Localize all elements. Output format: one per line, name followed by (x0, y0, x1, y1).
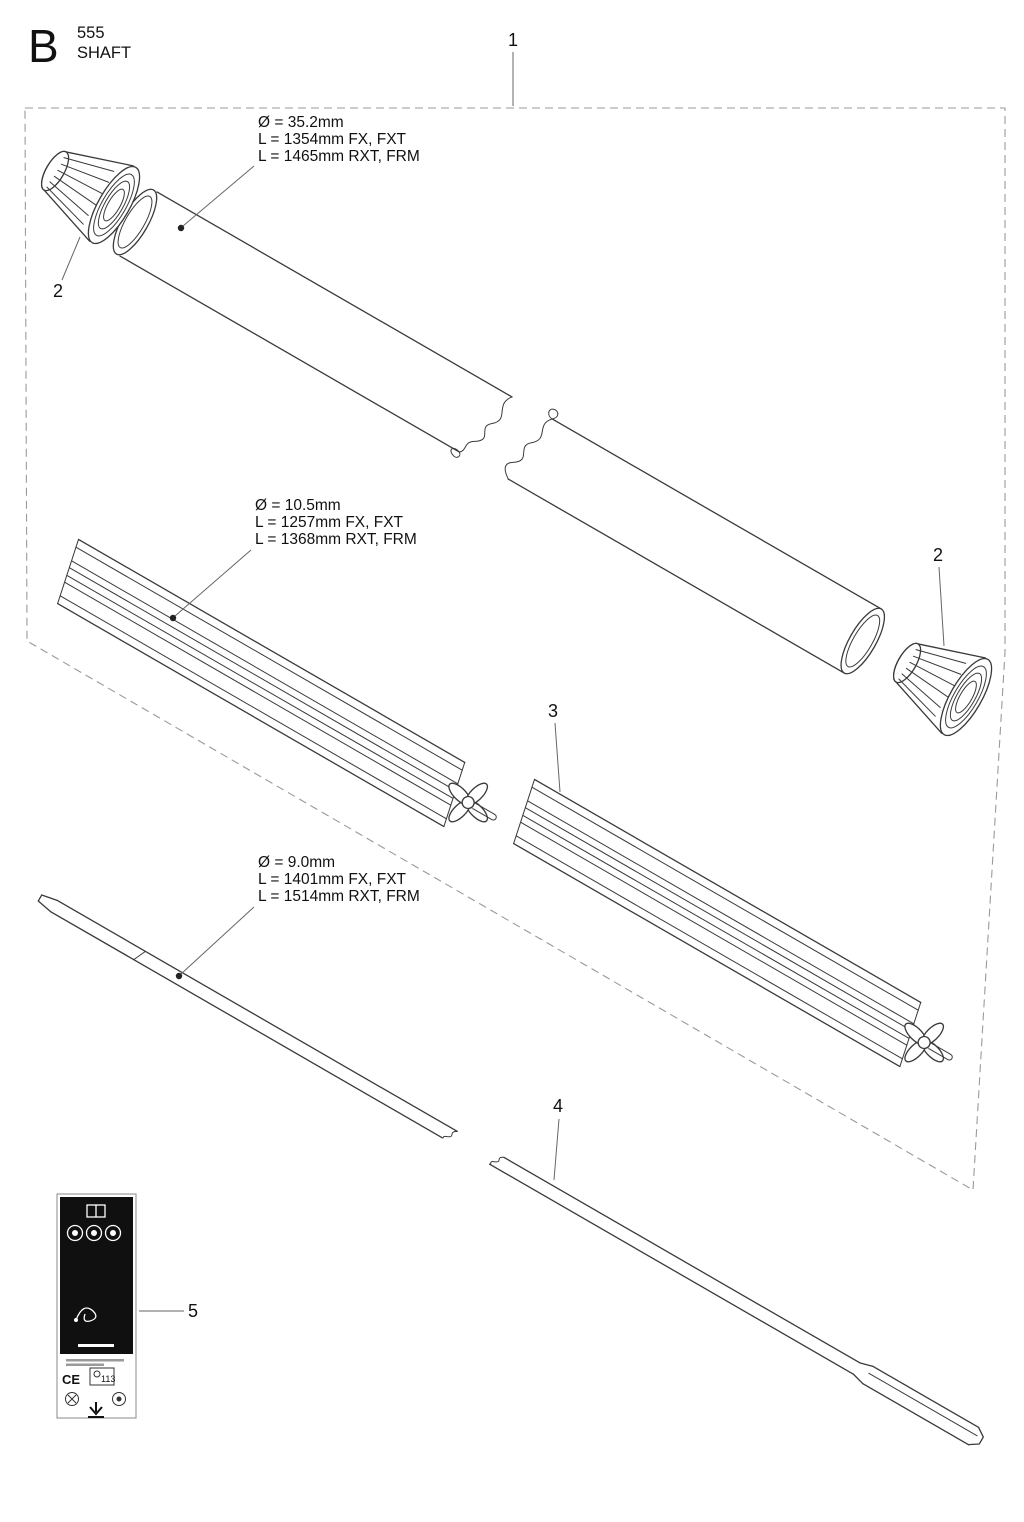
section-title: SHAFT (77, 44, 131, 62)
annotation-liner-tube: Ø = 10.5mm L = 1257mm FX, FXT L = 1368mm… (169, 497, 417, 622)
micro-text-bar-1 (66, 1359, 124, 1362)
warning-decal: CE 113 (56, 1193, 137, 1419)
callout-assembly: 1 (508, 30, 518, 50)
leader-line-outer-tube (182, 165, 255, 227)
recycle-icon (112, 1392, 126, 1406)
coupling-right (876, 620, 1002, 744)
leader-dot-outer-tube (177, 224, 185, 232)
callout-coupling-right: 2 (933, 545, 943, 565)
outer-tube-length-rxt: L = 1465mm RXT, FRM (258, 148, 420, 165)
leader-line-drive-shaft (553, 1118, 560, 1181)
section-letter: B (28, 20, 59, 72)
leader-line-liner-dim (174, 549, 252, 617)
micro-text-bar-2 (66, 1363, 104, 1366)
callout-decal: 5 (188, 1301, 198, 1321)
leader-line-coupling-left (61, 236, 81, 281)
sound-level-value: 113 (101, 1374, 115, 1384)
shaft-length-rxt: L = 1514mm RXT, FRM (258, 888, 420, 905)
annotation-outer-tube: Ø = 35.2mm L = 1354mm FX, FXT L = 1465mm… (177, 114, 420, 232)
sound-level-badge: 113 (89, 1367, 115, 1386)
outer-tube-rear-section (504, 408, 886, 675)
annotation-drive-shaft: Ø = 9.0mm L = 1401mm FX, FXT L = 1514mm … (175, 854, 420, 980)
manual-icon (86, 1204, 106, 1218)
leader-line-shaft-dim (180, 906, 255, 975)
liner-length-fx: L = 1257mm FX, FXT (255, 514, 404, 531)
leader-line-liner (554, 722, 561, 793)
drive-shaft-rear-section (488, 1156, 984, 1446)
liner-tube-rear-section (512, 778, 962, 1080)
leader-dot-liner (169, 614, 177, 622)
leader-line-coupling-right (938, 566, 945, 647)
outer-tube-length-fx: L = 1354mm FX, FXT (258, 131, 407, 148)
liner-tube-front-section (56, 538, 506, 840)
arrow-down-icon (88, 1402, 104, 1418)
liner-length-rxt: L = 1368mm RXT, FRM (255, 531, 417, 548)
outer-tube-front-section (112, 188, 513, 458)
brand-text-bar (78, 1344, 114, 1347)
callout-coupling-left: 2 (53, 281, 63, 301)
shaft-diameter: Ø = 9.0mm (258, 854, 335, 871)
drive-shaft-front-section (37, 894, 458, 1139)
outer-tube-diameter: Ø = 35.2mm (258, 114, 344, 131)
trimmer-line-icon (74, 1307, 97, 1322)
callout-liner: 3 (548, 701, 558, 721)
callout-drive-shaft: 4 (553, 1096, 563, 1116)
liner-diameter: Ø = 10.5mm (255, 497, 341, 514)
shaft-length-fx: L = 1401mm FX, FXT (258, 871, 407, 888)
ce-mark: CE (62, 1372, 80, 1387)
warning-pictogram-icons (66, 1224, 122, 1242)
model-number: 555 (77, 24, 105, 42)
prohibition-icon (65, 1392, 79, 1406)
leader-dot-shaft (175, 972, 183, 980)
